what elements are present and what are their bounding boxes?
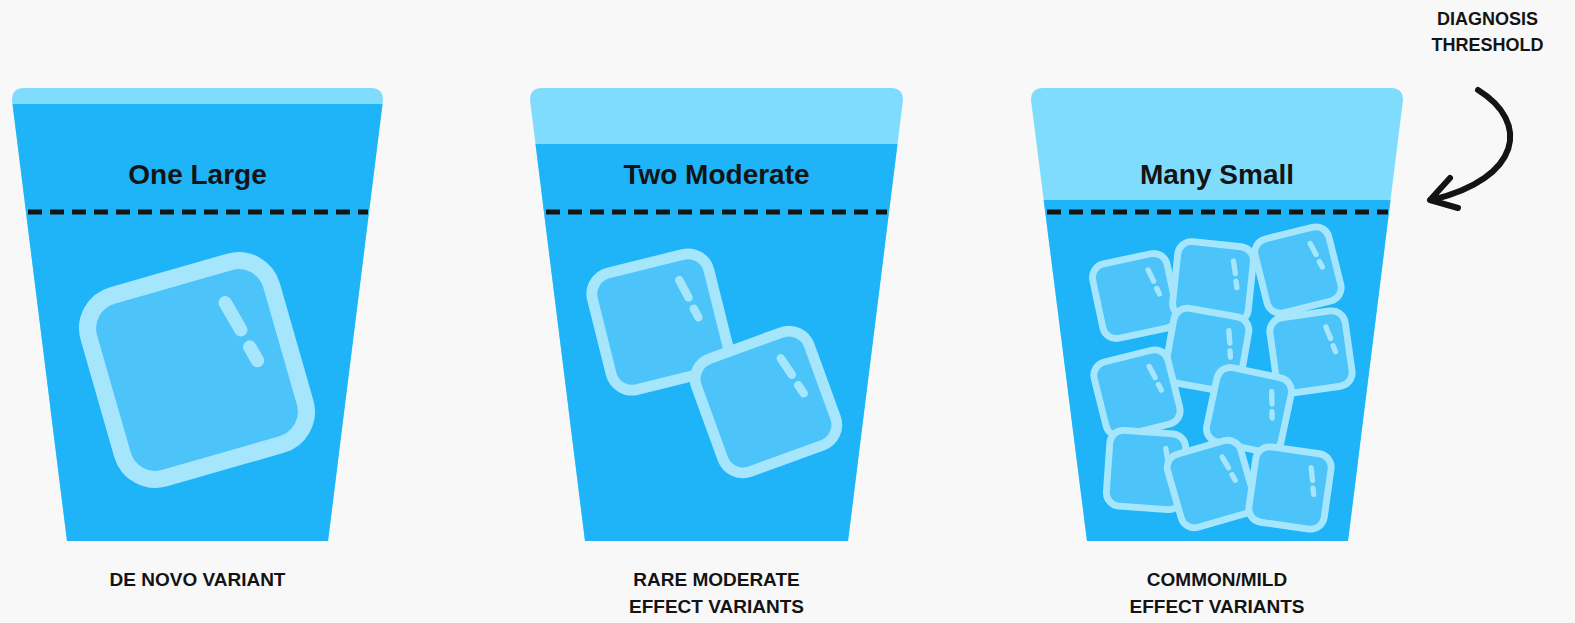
cup-heading: Two Moderate (530, 158, 903, 192)
cup-node: Many SmallCOMMON/MILD EFFECT VARIANTS (1031, 88, 1403, 623)
threshold-line (28, 210, 1388, 215)
cup-caption: RARE MODERATE EFFECT VARIANTS (612, 566, 822, 620)
cup-caption: COMMON/MILD EFFECT VARIANTS (1112, 566, 1322, 620)
cup-node: One Large DE NOVO VARIANT (12, 88, 383, 623)
cup-heading: One Large (12, 158, 383, 192)
cup (0, 80, 400, 554)
threshold-label: DIAGNOSIS THRESHOLD (1405, 6, 1570, 58)
cup (1020, 80, 1420, 550)
cup-node: Two ModerateRARE MODERATE EFFECT VARIANT… (530, 88, 903, 623)
threshold-arrow (1430, 90, 1510, 208)
cup (520, 80, 920, 554)
cup-heading: Many Small (1031, 158, 1403, 192)
cup-caption: DE NOVO VARIANT (48, 566, 348, 593)
